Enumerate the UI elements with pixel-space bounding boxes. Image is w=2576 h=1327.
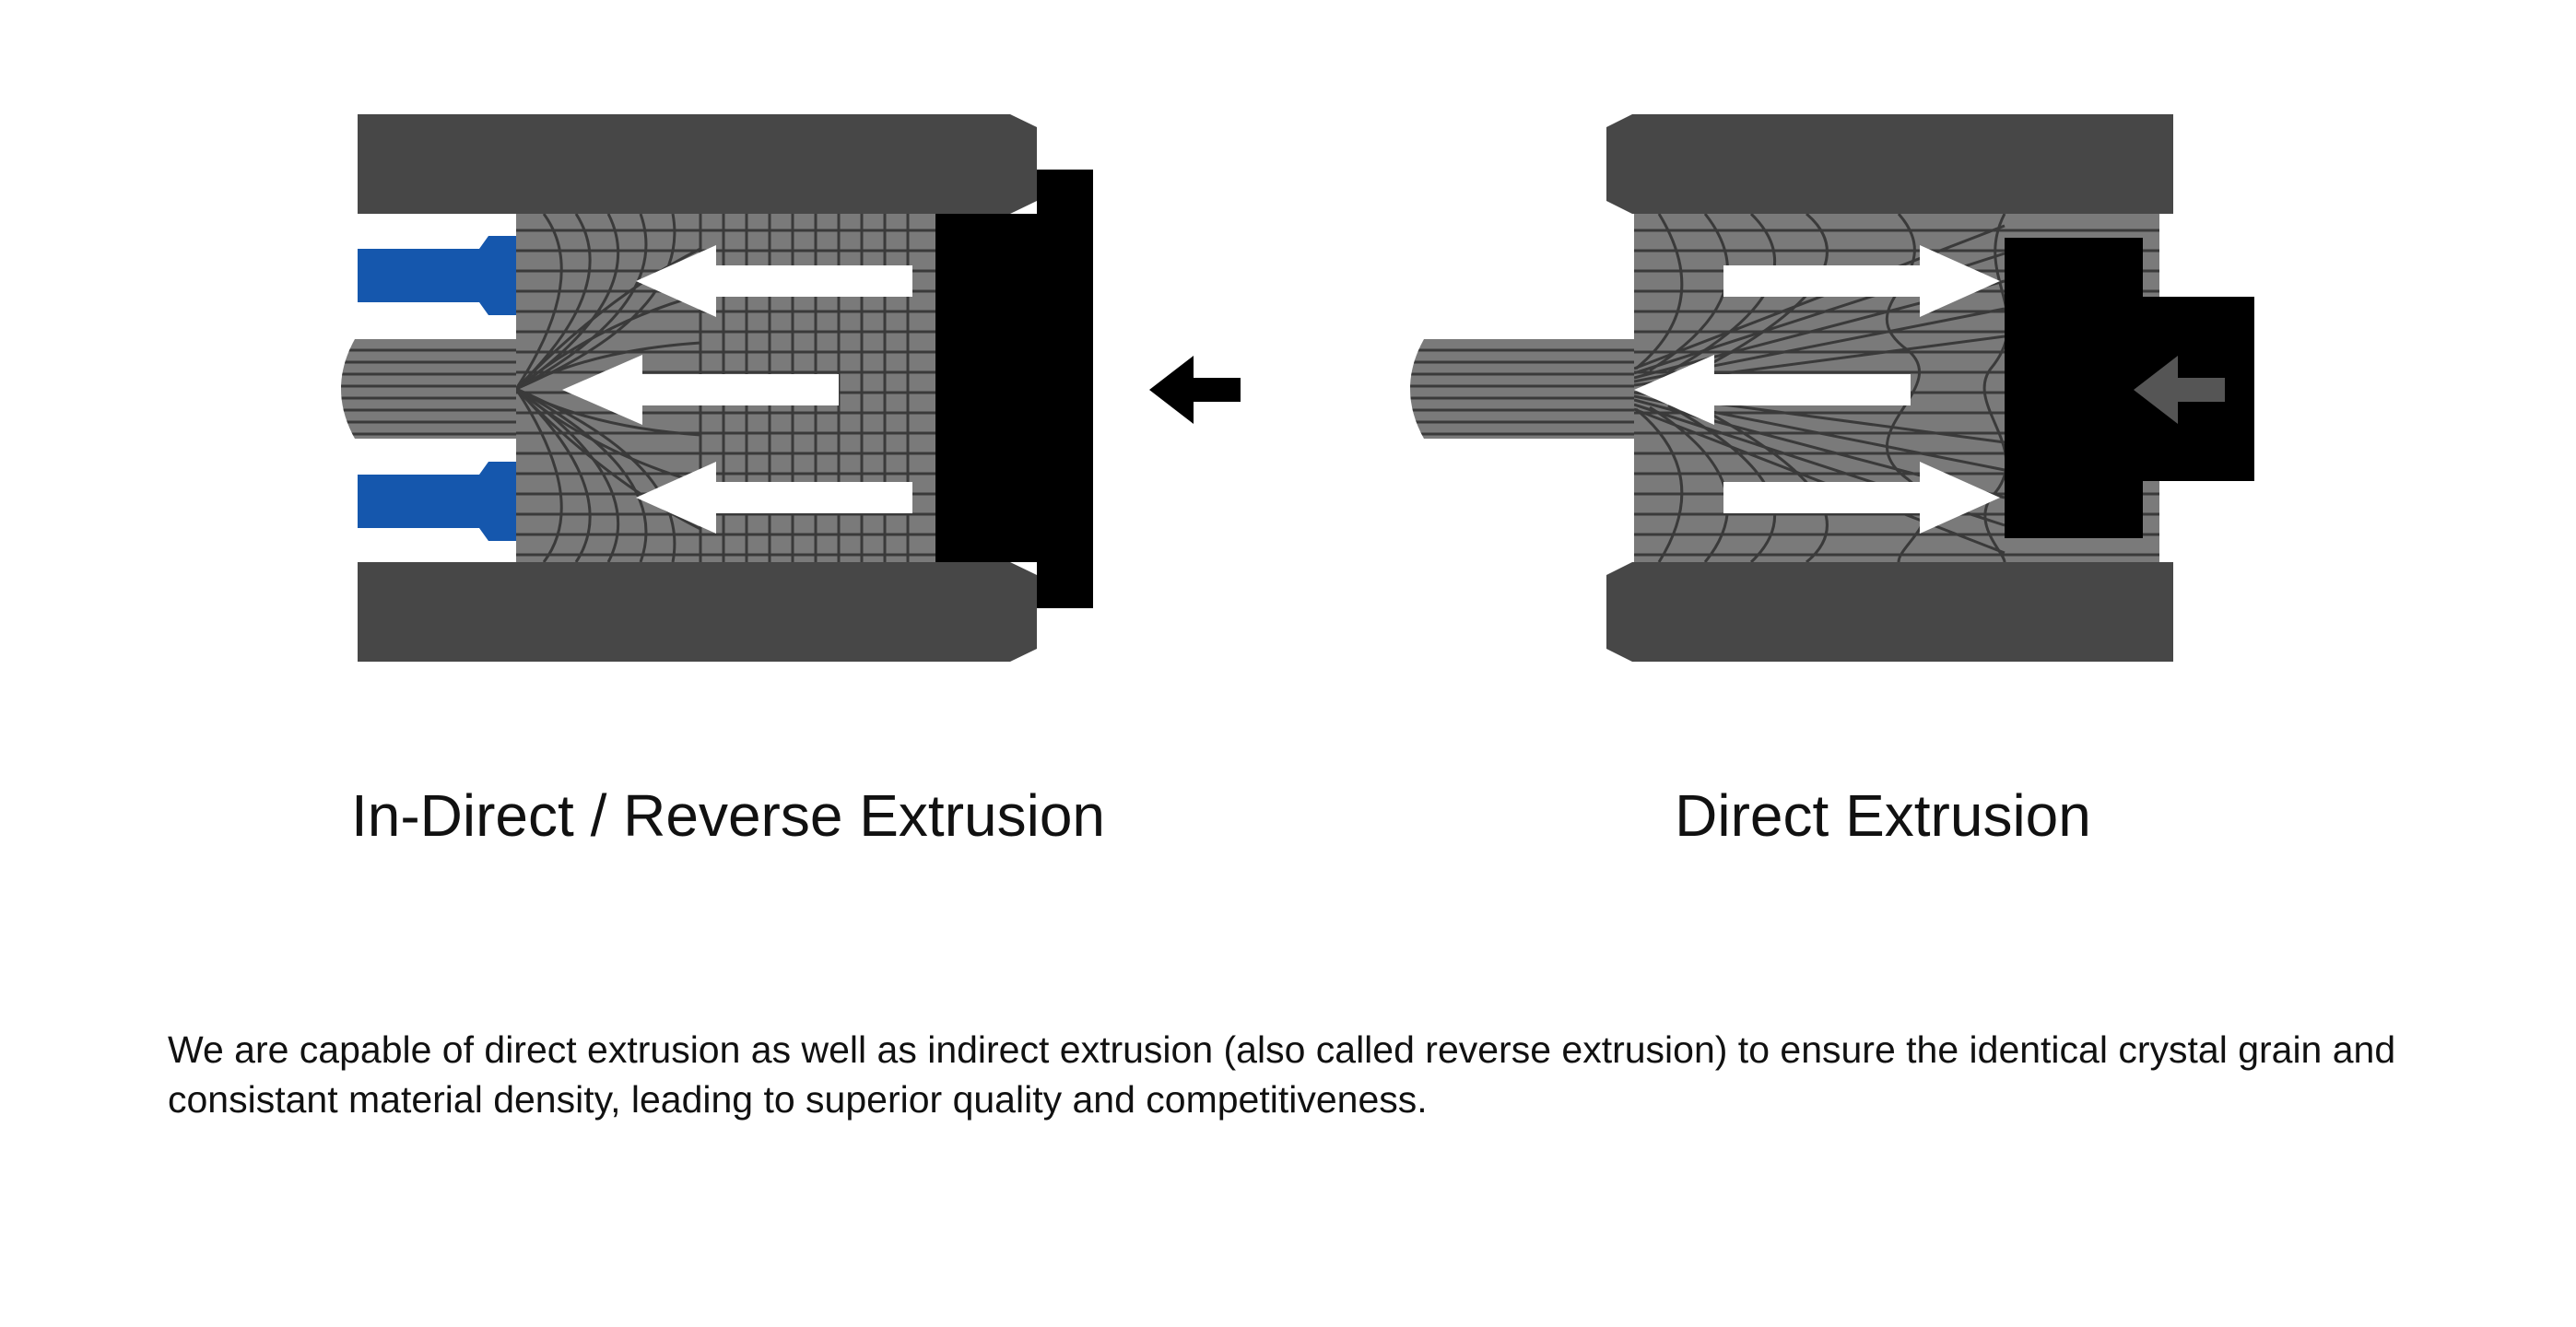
direct-container-top [1606,114,2173,214]
indirect-extrusion-diagram [341,114,1241,662]
arrow-left-icon [636,245,912,317]
indirect-ram [935,170,1093,608]
direct-container-bottom [1606,562,2173,662]
direct-ram [2005,238,2254,538]
direct-extrusion-diagram [1410,114,2254,662]
arrow-left-icon [2134,356,2225,424]
indirect-extruded-rod [341,339,516,439]
arrow-right-icon [1723,462,2000,534]
indirect-container-bottom [358,562,1037,662]
indirect-die-upper [358,236,516,315]
arrow-left-icon [562,355,839,425]
arrow-left-icon [1634,355,1911,425]
description-text: We are capable of direct extrusion as we… [168,1028,2396,1121]
direct-extruded-rod [1410,339,1634,439]
direct-extrusion-label: Direct Extrusion [1675,782,2091,849]
arrow-right-icon [1723,245,2000,317]
indirect-container-top [358,114,1037,214]
indirect-die-lower [358,462,516,541]
indirect-extrusion-label: In-Direct / Reverse Extrusion [350,782,1106,849]
arrow-left-icon [1149,356,1241,424]
direct-flow-arrows [1634,245,2000,534]
indirect-flow-arrows [562,245,912,534]
indirect-grain-grid [516,214,935,562]
arrow-left-icon [636,462,912,534]
